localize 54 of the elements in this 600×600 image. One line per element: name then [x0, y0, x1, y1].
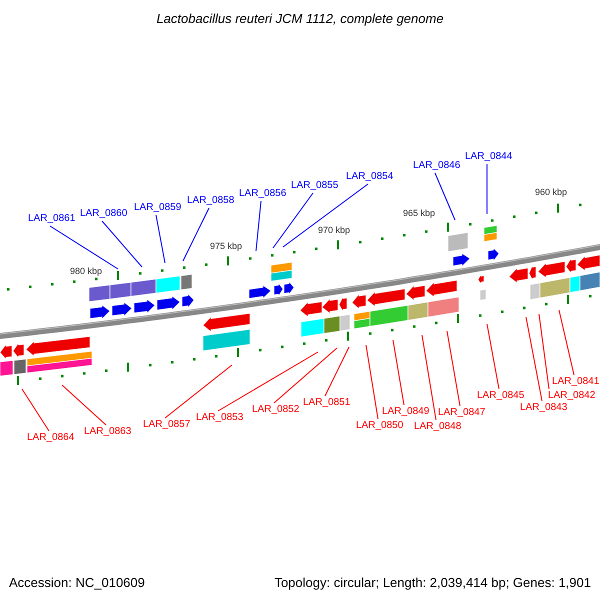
leader-line	[558, 310, 574, 376]
gene-label: LAR_0848	[414, 421, 462, 433]
leader-line	[538, 314, 550, 390]
title: Lactobacillus reuteri JCM 1112, complete genome	[155, 11, 445, 26]
leader-line	[434, 172, 456, 220]
gene-label: LAR_0864	[27, 432, 74, 444]
gene-label: LAR_0860	[80, 208, 128, 220]
leader-line	[422, 334, 436, 420]
gene-label: LAR_0847	[438, 407, 486, 419]
leader-line	[392, 340, 404, 406]
leader-line	[526, 316, 542, 402]
gene-label: LAR_0852	[252, 404, 300, 416]
leader-line	[446, 330, 460, 406]
genome-info-text: Topology: circular; Length: 2,039,414 bp; Genes: 1,901	[274, 575, 591, 590]
leader-line	[324, 346, 350, 396]
gene-label: LAR_0853	[196, 412, 244, 424]
leader-line	[62, 384, 106, 426]
leader-line	[50, 226, 118, 270]
gene-label: LAR_0850	[356, 420, 404, 432]
leader-line	[486, 324, 500, 390]
leader-line	[102, 220, 142, 268]
accession-text: Accession: NC_010609	[9, 575, 145, 590]
gene-label: LAR_0846	[413, 160, 460, 172]
gene-label: LAR_0844	[465, 151, 512, 163]
gene-label: LAR_0861	[28, 213, 76, 225]
leader-line	[164, 364, 232, 418]
gene-label: LAR_0851	[303, 397, 350, 409]
scale-label: 965 kbp	[403, 207, 436, 219]
gene-label: LAR_0843	[520, 402, 568, 414]
gene-label: LAR_0845	[477, 390, 524, 402]
leader-line	[156, 214, 166, 264]
gene-label: LAR_0863	[84, 426, 132, 438]
gene-label: LAR_0854	[346, 171, 394, 183]
gene-label: LAR_0859	[134, 202, 182, 214]
scale-label: 970 kbp	[318, 224, 350, 236]
scale-label: 975 kbp	[210, 240, 242, 252]
leader-line	[486, 164, 488, 214]
gene-label: LAR_0856	[239, 188, 286, 200]
gene-label: LAR_0842	[548, 390, 596, 402]
gene-label: LAR_0857	[143, 419, 190, 431]
leader-line	[182, 208, 210, 262]
gene-label: LAR_0841	[552, 376, 600, 388]
leader-line	[218, 352, 318, 412]
leader-line	[256, 200, 262, 252]
gene-label: LAR_0858	[187, 195, 234, 207]
leader-line	[22, 388, 50, 432]
leader-line	[274, 348, 338, 404]
gene-label: LAR_0849	[382, 406, 430, 418]
gene-label: LAR_0855	[291, 180, 338, 192]
leader-line	[366, 344, 378, 420]
scale-label: 960 kbp	[535, 186, 568, 198]
leader-line	[272, 192, 314, 248]
leader-line	[282, 184, 368, 248]
scale-label: 980 kbp	[70, 265, 102, 277]
